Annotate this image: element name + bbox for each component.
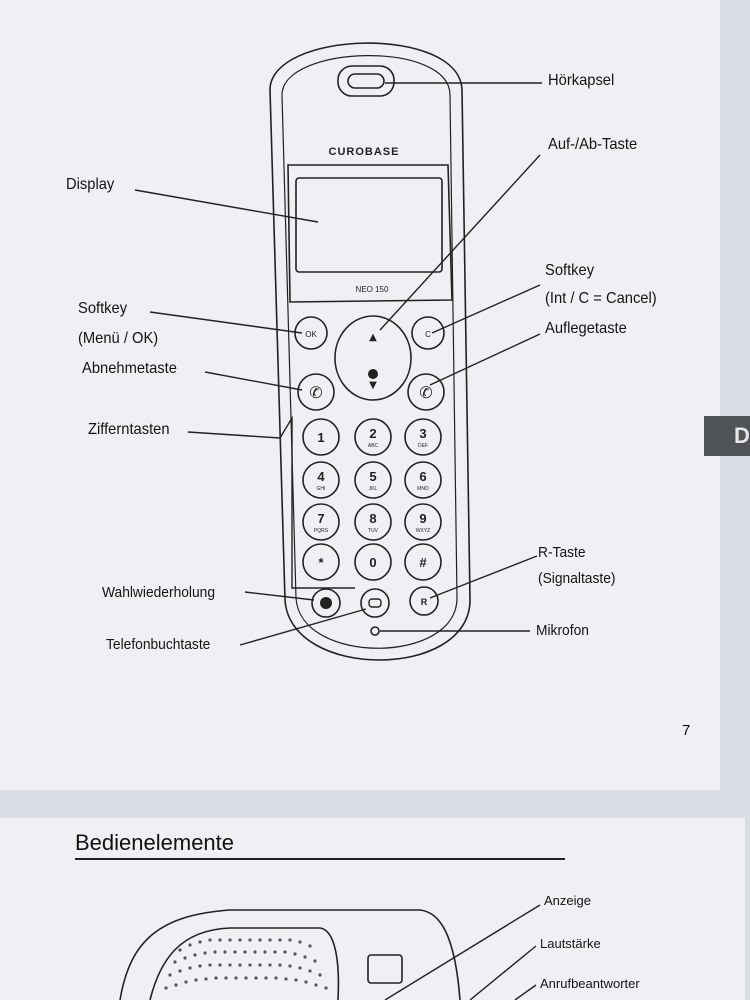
key-letters: GHI: [317, 486, 326, 492]
speaker-grille-dots: [164, 938, 328, 990]
model-name: NEO 150: [356, 285, 389, 294]
key-letters: DEF: [418, 443, 428, 449]
key-digit: 4: [317, 469, 325, 484]
display-indicator-graphic: [367, 954, 403, 984]
section-title: Bedienelemente: [75, 830, 235, 855]
language-tab: D: [704, 416, 750, 456]
section-rule: [75, 858, 565, 860]
label-telefonbuchtaste: Telefonbuchtaste: [106, 636, 211, 653]
redial-key: [311, 588, 341, 618]
label-ziffertasten: Zifferntasten: [88, 421, 170, 438]
key-letters: TUV: [368, 528, 379, 534]
label-r-taste-1: R-Taste: [538, 544, 586, 561]
key-digit: 6: [419, 469, 426, 484]
label-wahlwiederholung: Wahlwiederholung: [102, 584, 216, 601]
label-mikrofon: Mikrofon: [536, 622, 589, 639]
r-key-label: R: [421, 597, 428, 607]
key-digit: 8: [369, 511, 376, 526]
label-softkey-left-1: Softkey: [78, 300, 128, 317]
label-lautstaerke: Lautstärke: [540, 936, 601, 951]
r-key: [409, 586, 439, 616]
label-auflegetaste: Auflegetaste: [545, 320, 627, 337]
phonebook-icon: [368, 598, 382, 608]
label-display: Display: [66, 176, 115, 193]
microphone-hole: [370, 626, 380, 636]
key-letters: WXYZ: [416, 528, 430, 534]
key-digit: *: [318, 555, 324, 570]
softkey-left-label: OK: [305, 330, 317, 339]
key-letters: PQRS: [314, 528, 329, 534]
keypad-key-hash: #: [404, 543, 442, 581]
softkey-right: [411, 316, 445, 350]
nav-key: [334, 315, 412, 401]
earpiece-graphic: [337, 65, 395, 97]
label-softkey-right-1: Softkey: [545, 262, 595, 279]
display-window: [287, 164, 453, 303]
nav-up-icon: ▲: [369, 332, 377, 343]
key-digit: 9: [419, 511, 426, 526]
key-digit: 5: [369, 469, 376, 484]
label-abnehmetaste: Abnehmetaste: [82, 360, 177, 377]
keypad-key-1: 1: [302, 418, 340, 456]
hangup-icon: ✆: [419, 383, 432, 402]
keypad-key-0: 0: [354, 543, 392, 581]
call-key: [297, 373, 335, 411]
key-letters: JKL: [369, 486, 378, 492]
key-letters: MNO: [417, 486, 429, 492]
nav-down-icon: ▼: [369, 380, 377, 391]
key-digit: 2: [369, 426, 376, 441]
key-digit: 0: [369, 555, 376, 570]
label-hoerkapsel: Hörkapsel: [548, 72, 615, 89]
manual-page-8: [0, 818, 745, 1000]
key-letters: ABC: [368, 443, 379, 449]
softkey-left: [294, 316, 328, 350]
key-digit: 3: [419, 426, 426, 441]
key-digit: #: [419, 555, 427, 570]
phonebook-nav-icon: [368, 369, 378, 379]
base-station-diagram: [119, 909, 461, 1000]
call-icon: ✆: [309, 383, 322, 402]
handset-outline: [269, 42, 471, 661]
keypad-key-star: *: [302, 543, 340, 581]
label-anzeige: Anzeige: [544, 893, 591, 908]
label-anrufbeantworter: Anrufbeantworter: [540, 976, 640, 991]
key-digit: 7: [317, 511, 324, 526]
hangup-key: [407, 373, 445, 411]
key-digit: 1: [317, 430, 324, 445]
label-softkey-left-2: (Menü / OK): [78, 330, 159, 347]
phonebook-key: [360, 588, 390, 618]
label-r-taste-2: (Signaltaste): [538, 570, 616, 587]
label-auf-ab-taste: Auf-/Ab-Taste: [548, 136, 638, 153]
redial-icon: [320, 597, 332, 609]
softkey-right-label: C: [425, 330, 431, 339]
label-softkey-right-2: (Int / C = Cancel): [545, 290, 657, 307]
brand-logo: CUROBASE: [329, 146, 400, 158]
page-number: 7: [682, 722, 691, 739]
